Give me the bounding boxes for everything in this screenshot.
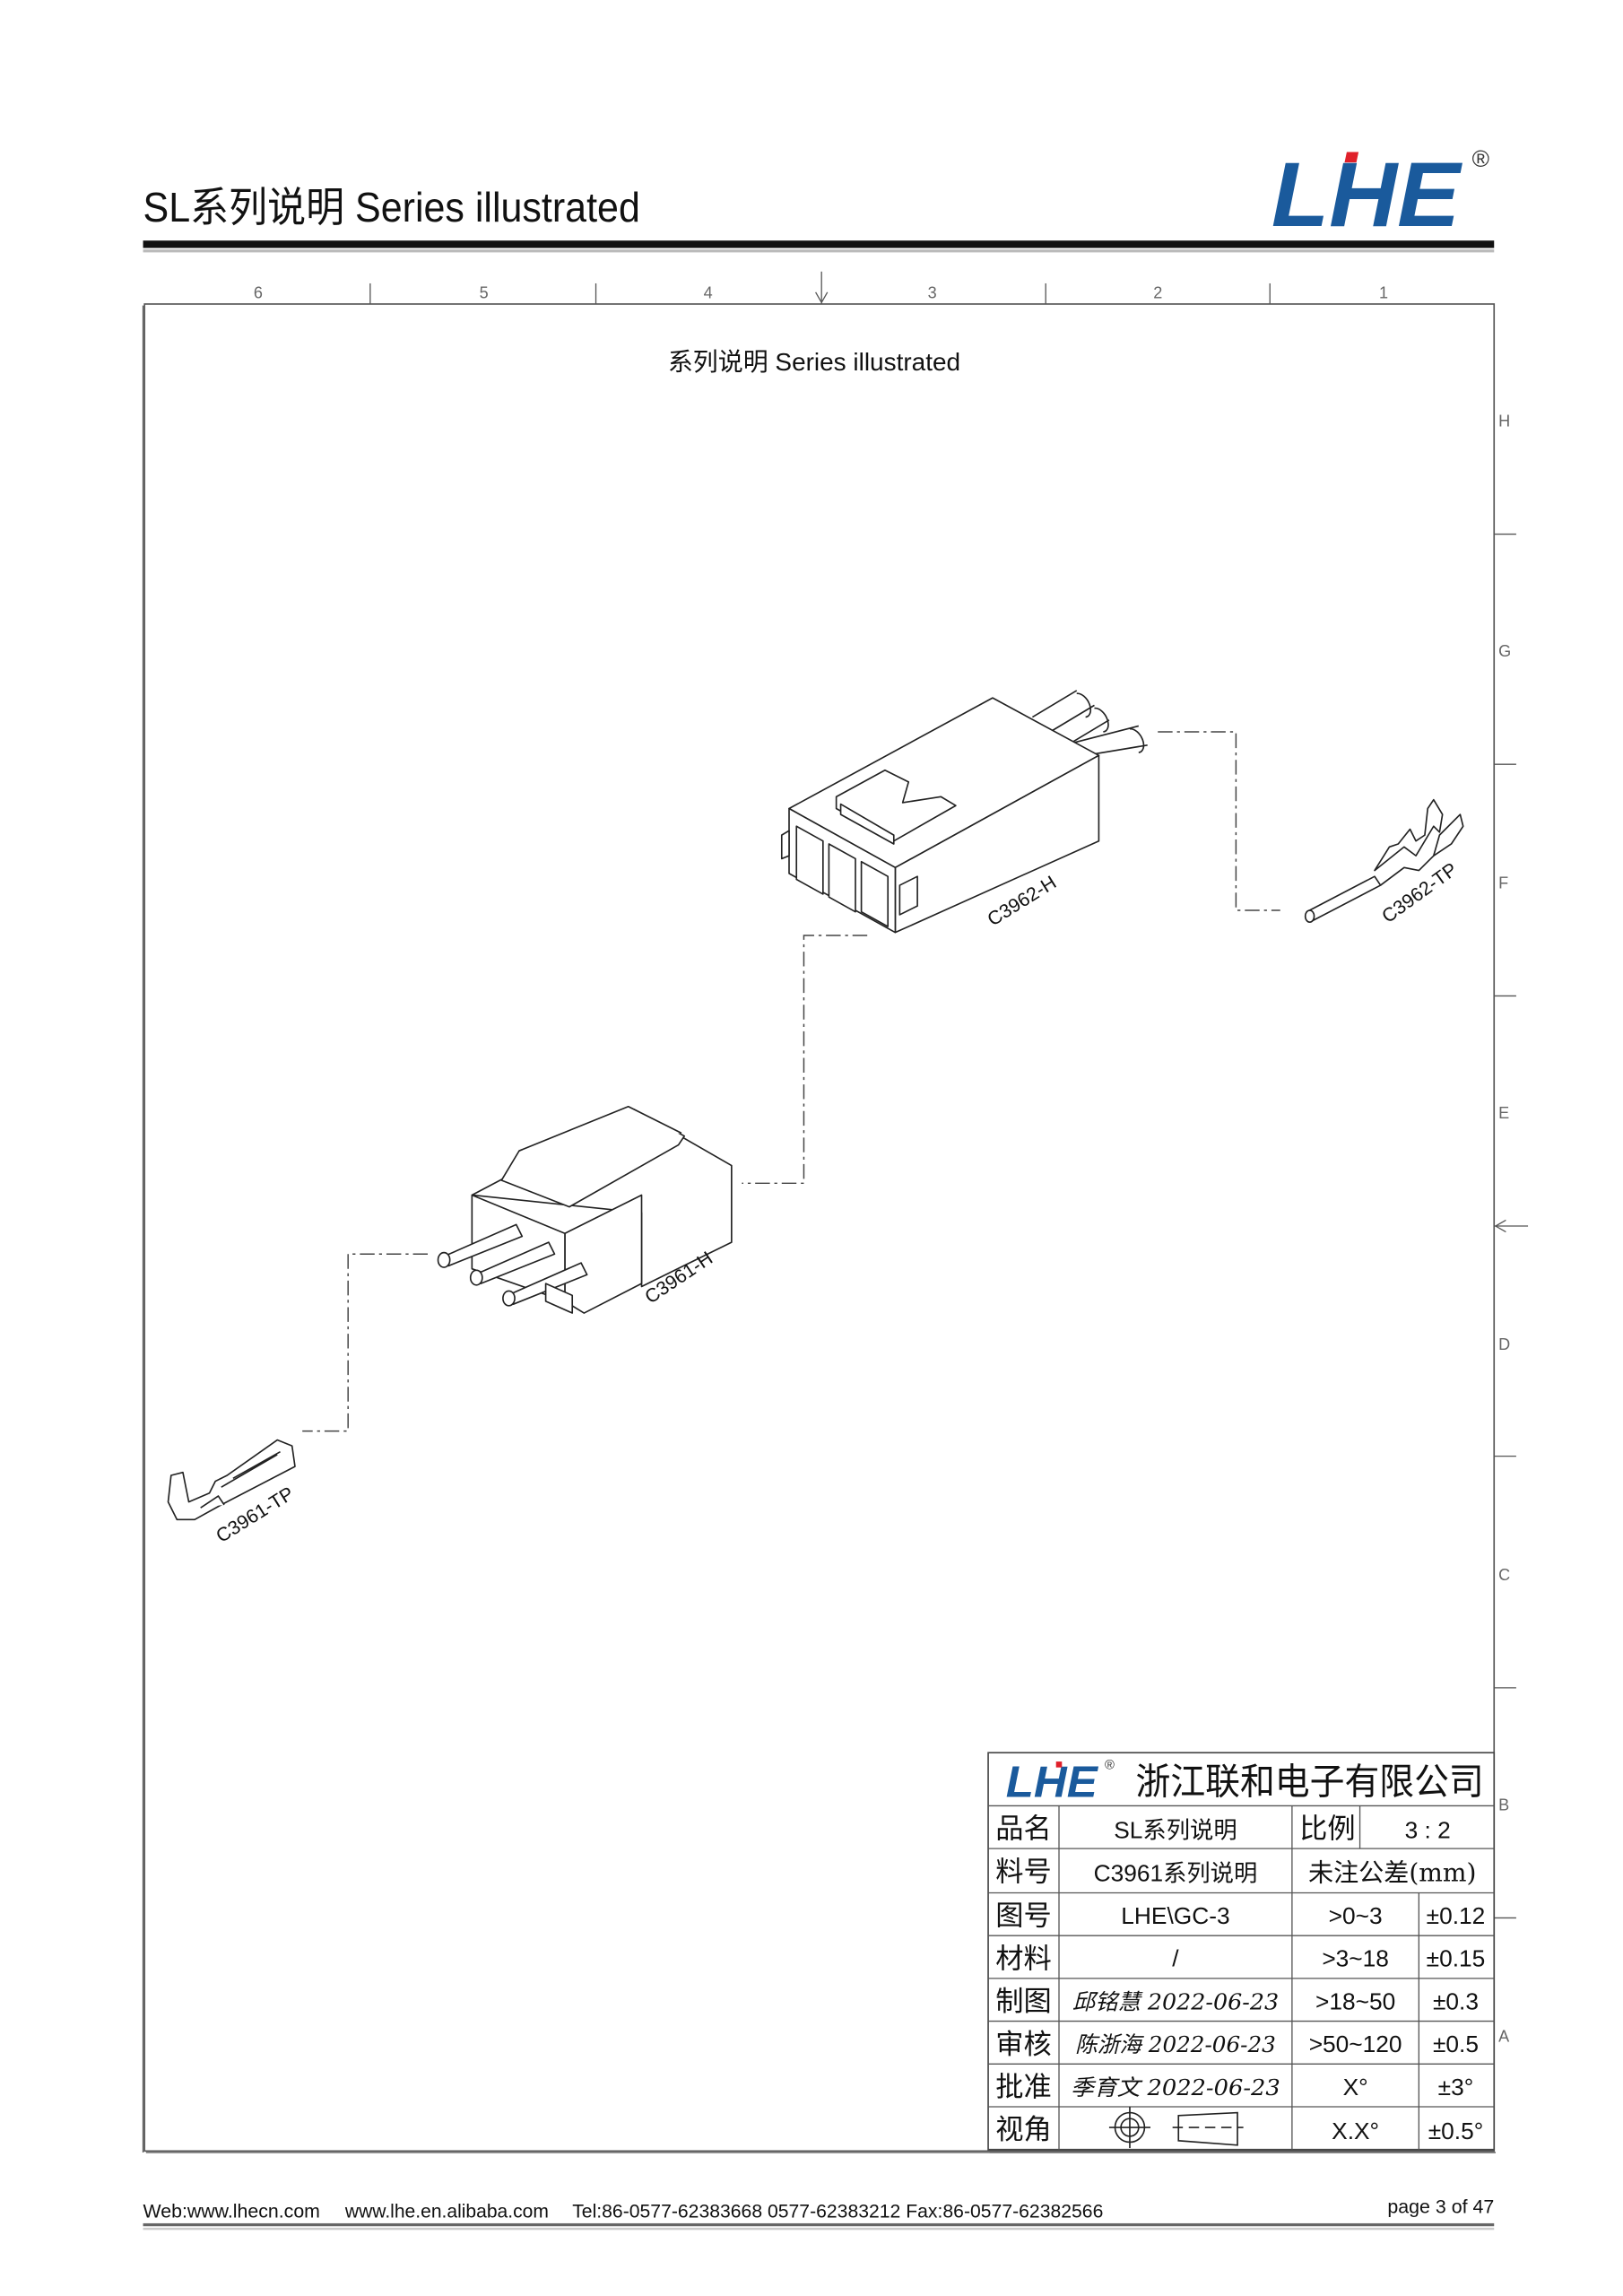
tolerance-value: ±0.5° xyxy=(1428,2118,1484,2144)
row-label: 材料 xyxy=(995,1943,1052,1974)
title-block-row: 材料 / >3~18 ±0.15 xyxy=(995,1943,1485,1974)
row-label: 制图 xyxy=(995,1986,1052,2017)
header-rule-shadow xyxy=(143,249,1495,253)
tolerance-value: ±0.15 xyxy=(1427,1945,1486,1972)
row-label: H xyxy=(1498,413,1510,430)
title-block-logo: LHE ® xyxy=(1006,1758,1115,1807)
title-block-row: 品名 SL系列说明 比例 3 : 2 xyxy=(995,1813,1451,1845)
row-value: / xyxy=(1172,1945,1179,1972)
footer-website[interactable]: Web:www.lhecn.com xyxy=(143,2200,320,2222)
row-label: C xyxy=(1498,1566,1510,1584)
c3962-h-connector-drawing xyxy=(780,690,1148,934)
row-value: LHE\GC-3 xyxy=(1121,1902,1229,1929)
footer-rule-shadow xyxy=(143,2227,1495,2231)
leader-line-c3962-tp xyxy=(1158,731,1280,911)
lhe-logo: LHE ® xyxy=(1271,144,1489,246)
row-label: D xyxy=(1498,1335,1510,1353)
row-label: 批准 xyxy=(995,2071,1052,2102)
registered-mark: ® xyxy=(1105,1758,1115,1772)
reviewer-signature: 陈浙海 2022-06-23 xyxy=(1075,2031,1276,2057)
tolerance-value: ±3° xyxy=(1438,2074,1474,2100)
c3961-tp-terminal-drawing xyxy=(167,1439,296,1521)
row-value: SL系列说明 xyxy=(1114,1817,1237,1844)
footer-contact: Tel:86-0577-62383668 0577-62383212 Fax:8… xyxy=(572,2200,1103,2222)
logo-accent xyxy=(1344,152,1359,163)
scale-label: 比例 xyxy=(1299,1813,1356,1845)
page-number: page 3 of 47 xyxy=(1387,2196,1494,2217)
row-label: 审核 xyxy=(995,2029,1052,2060)
row-label: G xyxy=(1498,642,1511,660)
column-label: 3 xyxy=(928,283,937,301)
approver-signature: 季育文 2022-06-23 xyxy=(1071,2074,1280,2100)
drafter-signature: 邱铭慧 2022-06-23 xyxy=(1072,1988,1279,2014)
registered-mark: ® xyxy=(1472,145,1489,172)
leader-line-c3962-h xyxy=(742,935,868,1185)
tolerance-value: ±0.12 xyxy=(1427,1902,1486,1929)
company-name: 浙江联和电子有限公司 xyxy=(1136,1761,1484,1802)
tolerance-range: X° xyxy=(1343,2074,1368,2100)
row-label: 料号 xyxy=(995,1856,1052,1887)
projection-symbol-icon xyxy=(1108,2106,1244,2149)
scale-value: 3 : 2 xyxy=(1405,1817,1451,1844)
tolerance-range: >18~50 xyxy=(1315,1987,1395,2014)
column-label: 4 xyxy=(704,283,713,301)
row-value: C3961系列说明 xyxy=(1094,1859,1258,1886)
column-label: 1 xyxy=(1379,283,1388,301)
row-label: B xyxy=(1498,1796,1509,1813)
column-label: 6 xyxy=(254,283,263,301)
column-ruler: 6 5 4 3 2 1 xyxy=(254,271,1388,304)
row-label: A xyxy=(1498,2028,1510,2046)
drawing-frame xyxy=(143,303,1496,2152)
tolerance-range: >50~120 xyxy=(1309,2031,1402,2057)
tolerance-range: >0~3 xyxy=(1329,1902,1383,1929)
c3961-h-connector-drawing xyxy=(437,1105,733,1314)
title-block-row: 批准 季育文 2022-06-23 X° ±3° xyxy=(995,2071,1473,2102)
drawing-title: 系列说明 Series illustrated xyxy=(668,348,960,376)
tolerance-header: 未注公差(mm) xyxy=(1308,1857,1477,1887)
leader-line-c3961-tp xyxy=(302,1253,429,1432)
title-block-row: 料号 C3961系列说明 未注公差(mm) xyxy=(995,1856,1476,1887)
logo-text: LHE xyxy=(1271,144,1463,246)
row-label: F xyxy=(1498,874,1508,891)
page-title: SL系列说明 Series illustrated xyxy=(143,184,640,230)
row-ruler: H G F E D C B A xyxy=(1494,413,1529,2046)
title-block-row: 制图 邱铭慧 2022-06-23 >18~50 ±0.3 xyxy=(995,1986,1479,2017)
title-block-row: 视角 X.X° ±0.5° xyxy=(995,2106,1484,2149)
tolerance-value: ±0.5 xyxy=(1433,2031,1479,2057)
row-label: 品名 xyxy=(995,1813,1052,1845)
tolerance-value: ±0.3 xyxy=(1433,1987,1479,2014)
title-block-row: 图号 LHE\GC-3 >0~3 ±0.12 xyxy=(995,1900,1485,1932)
title-block: LHE ® 浙江联和电子有限公司 品名 SL系列说明 比例 3 : 2 料 xyxy=(987,1752,1496,2153)
column-label: 5 xyxy=(480,283,489,301)
row-label: 图号 xyxy=(995,1900,1052,1932)
header-rule xyxy=(143,240,1495,248)
tolerance-range: X.X° xyxy=(1332,2118,1379,2144)
column-label: 2 xyxy=(1153,283,1162,301)
row-label: 视角 xyxy=(995,2114,1052,2145)
footer-rule xyxy=(143,2222,1495,2227)
footer-alibaba-link[interactable]: www.lhe.en.alibaba.com xyxy=(344,2200,549,2222)
row-label: E xyxy=(1498,1104,1509,1122)
c3962-tp-terminal-drawing xyxy=(1304,798,1464,923)
logo-text: LHE xyxy=(1006,1758,1099,1807)
title-block-row: 审核 陈浙海 2022-06-23 >50~120 ±0.5 xyxy=(995,2029,1479,2060)
tolerance-range: >3~18 xyxy=(1322,1945,1389,1972)
